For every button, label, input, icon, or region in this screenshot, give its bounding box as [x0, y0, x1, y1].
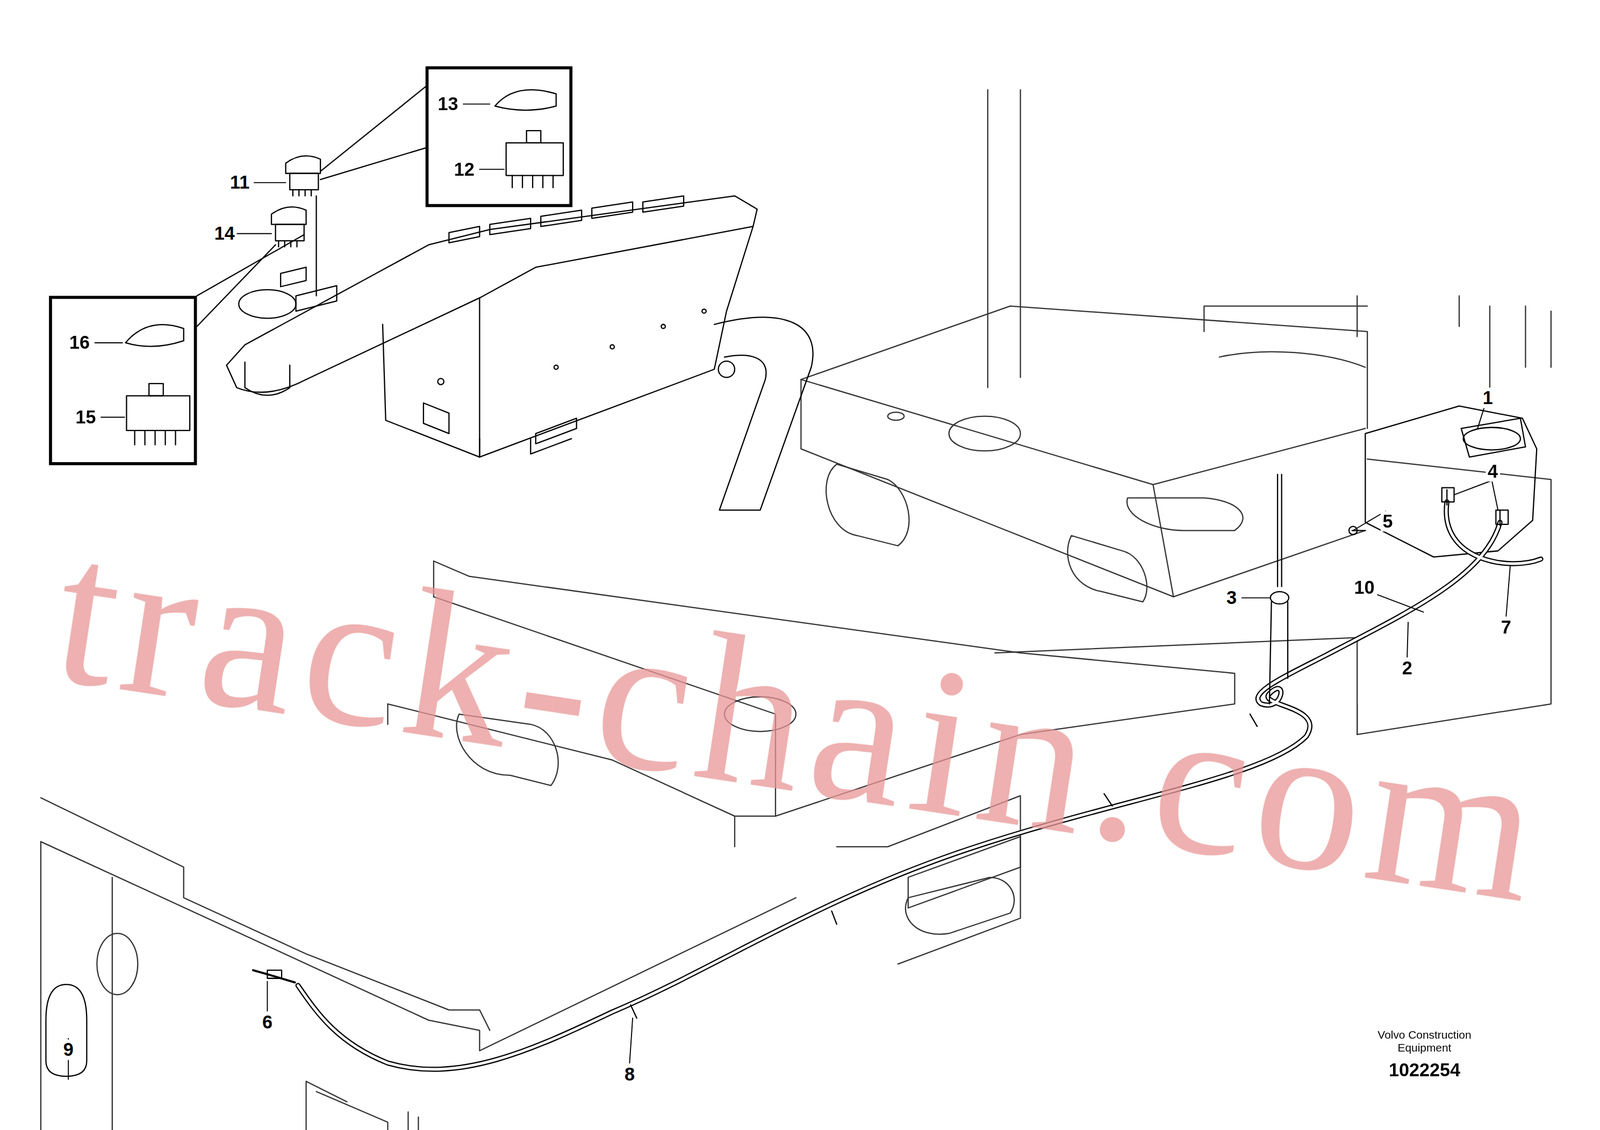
maker-name: Volvo Construction Equipment — [1353, 1028, 1497, 1055]
drawing-rect — [148, 383, 164, 397]
drawing-path — [478, 297, 480, 457]
callout-number: 16 — [67, 332, 92, 354]
drawing-path — [987, 89, 1021, 388]
drawing-path — [271, 206, 307, 225]
drawing-path — [800, 306, 1368, 485]
drawing-rect — [289, 173, 319, 190]
operator-console — [226, 196, 813, 511]
drawing-path — [800, 379, 1366, 597]
drawing-circle — [701, 309, 707, 314]
drawing-rect — [526, 130, 542, 143]
drawing-path — [320, 86, 426, 180]
drawing-path — [629, 1018, 633, 1064]
drawing-ellipse — [238, 289, 296, 319]
drawing-rect — [275, 224, 305, 241]
drawing-path — [40, 798, 490, 1031]
callout-number: 3 — [1224, 587, 1239, 609]
drawing-rect — [1495, 510, 1509, 525]
callout-number: 15 — [73, 407, 99, 428]
drawing-path — [1454, 480, 1499, 511]
callout-number: 10 — [1352, 577, 1377, 599]
drawing-path — [95, 342, 125, 418]
drawing-ellipse — [887, 412, 904, 421]
drawing-rect — [506, 142, 564, 176]
drawing-ellipse — [96, 933, 138, 995]
drawing-path — [280, 267, 337, 312]
drawing-path — [382, 226, 753, 457]
drawing-path — [315, 196, 317, 297]
watermark: track-chain.com — [43, 502, 1559, 937]
callout-number: 8 — [622, 1064, 637, 1085]
drawing-path — [714, 317, 814, 511]
drawing-path — [1505, 566, 1511, 617]
drawing-path — [125, 324, 184, 347]
callout-number: 13 — [435, 94, 461, 115]
drawing-path — [1067, 535, 1147, 602]
callout-number: 6 — [260, 1012, 275, 1033]
drawing-path — [407, 1111, 419, 1130]
drawing-path — [905, 877, 1015, 935]
drawing-circle — [437, 378, 444, 385]
drawing-path — [45, 984, 87, 1077]
drawing-circle — [661, 324, 666, 329]
drawing-circle — [554, 365, 559, 370]
callout-number: 7 — [1498, 617, 1514, 638]
drawing-rect — [1441, 488, 1455, 503]
drawing-path — [1277, 474, 1282, 587]
drawing-ellipse — [949, 416, 1021, 452]
drawing-path — [1377, 594, 1424, 613]
drawing-path — [479, 438, 572, 457]
drawing-path — [1219, 352, 1366, 368]
drawing-path — [1127, 498, 1244, 532]
switches — [125, 86, 564, 445]
drawing-path — [512, 175, 554, 189]
callout-number: 4 — [1485, 461, 1501, 482]
drawing-rect — [267, 970, 282, 979]
drawing-path — [245, 362, 291, 396]
drawing-path — [1461, 418, 1526, 457]
inset-frame: 13 12 — [425, 66, 573, 207]
callout-number: 11 — [227, 172, 252, 193]
drawing-path — [316, 1091, 389, 1130]
drawing-path — [285, 155, 321, 174]
drawing-circle — [610, 345, 615, 350]
drawing-path — [292, 189, 312, 196]
drawing-path — [494, 89, 557, 111]
callout-number: 2 — [1400, 658, 1415, 679]
callout-number: 5 — [1380, 511, 1396, 532]
drawing-path — [448, 196, 684, 243]
drawing-ellipse — [718, 361, 735, 378]
drawing-path — [1357, 296, 1552, 389]
inset-frame: 1615 — [48, 296, 197, 466]
callout-number: 14 — [212, 223, 238, 245]
drawing-path — [1477, 406, 1485, 429]
drawing-path — [196, 234, 304, 327]
drawing-path — [134, 430, 176, 446]
callout-number: 12 — [451, 159, 477, 180]
drawing-ellipse — [1270, 591, 1289, 605]
drawing-path — [226, 196, 757, 393]
drawing-number: 1022254 — [1388, 1061, 1461, 1080]
callout-number: 1 — [1480, 387, 1496, 408]
drawing-path — [423, 403, 449, 434]
drawing-rect — [126, 396, 190, 432]
drawing-path — [40, 841, 796, 1051]
callout-number: 9 — [61, 1039, 76, 1061]
drawing-path — [1152, 484, 1174, 598]
drawing-path — [40, 841, 113, 1130]
drawing-path — [1407, 622, 1409, 658]
drawing-path — [826, 464, 909, 547]
drawing-path — [1357, 458, 1552, 735]
drawing-path — [1242, 597, 1271, 599]
washer-tank — [1349, 406, 1537, 558]
drawing-path — [306, 1081, 348, 1130]
drawing-path — [253, 970, 296, 984]
drawing-path — [266, 981, 268, 1011]
drawing-path — [1446, 489, 1501, 526]
drawing-path — [535, 418, 577, 444]
drawing-ellipse — [1463, 427, 1521, 451]
drawing-path — [1203, 306, 1368, 332]
